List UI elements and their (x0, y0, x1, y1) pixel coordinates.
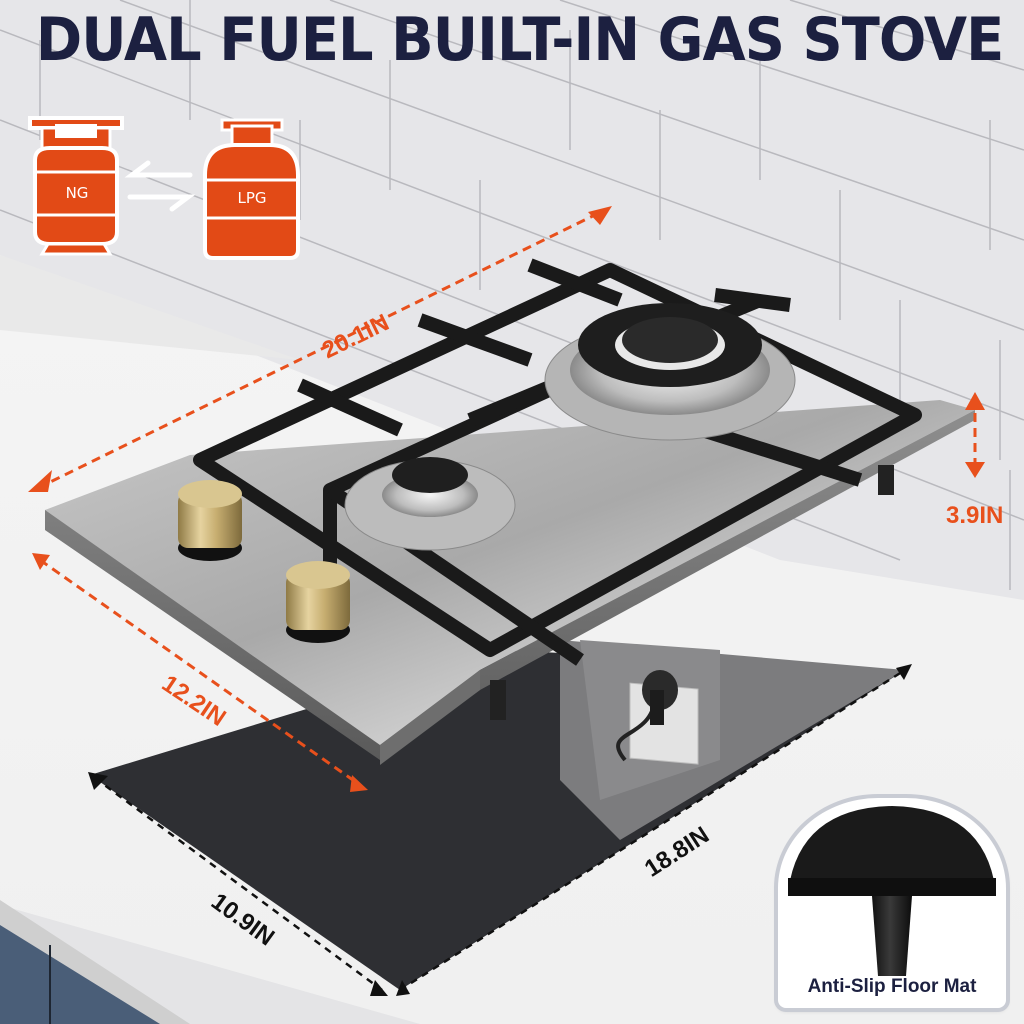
large-burner (544, 303, 796, 441)
page-title: DUAL FUEL BUILT-IN GAS STOVE (35, 5, 1004, 75)
lpg-cylinder-icon (203, 118, 300, 260)
power-socket-icon (616, 670, 699, 765)
stove-top-plate (45, 400, 975, 750)
dimension-lines-orange (37, 208, 977, 787)
dimension-height: 3.9IN (946, 502, 1004, 529)
ng-label: NG (65, 184, 89, 202)
lpg-label: LPG (237, 189, 267, 207)
anti-slip-inset: Anti-Slip Floor Mat (778, 798, 1006, 1008)
small-burner (344, 457, 516, 551)
control-knob-2 (286, 561, 350, 643)
rubber-foot-icon (788, 806, 996, 976)
control-knob-1 (178, 480, 242, 561)
ng-cylinder-icon (28, 116, 124, 256)
inset-label: Anti-Slip Floor Mat (807, 976, 977, 997)
swap-arrows-icon (124, 160, 196, 212)
